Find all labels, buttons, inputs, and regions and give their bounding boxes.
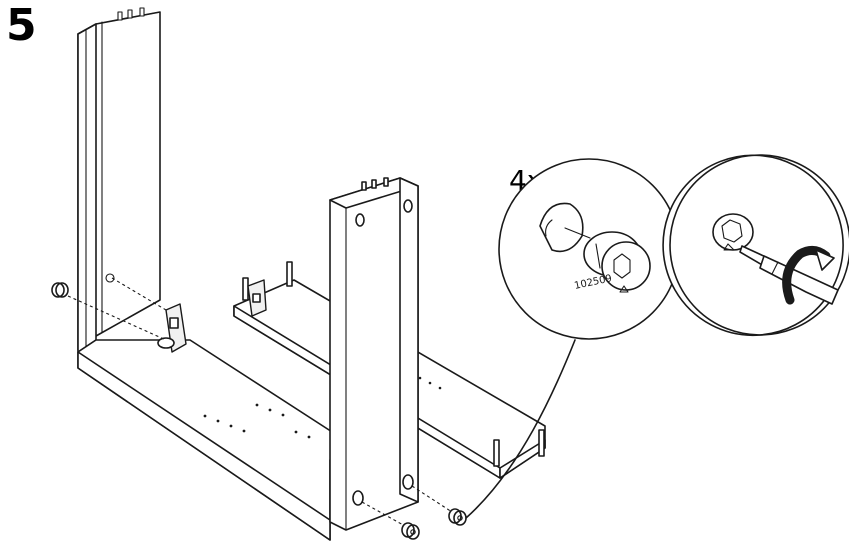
step-number: 5 xyxy=(6,0,37,51)
left-bracket xyxy=(157,303,187,353)
detail-callout-screwdriver xyxy=(662,154,849,337)
bottom-panel xyxy=(77,339,361,541)
screwdriver-icon xyxy=(739,245,839,305)
cam-lock-left xyxy=(51,273,167,341)
shelf-bracket xyxy=(247,279,267,317)
cam-lock-bottom-1 xyxy=(361,501,420,540)
left-side-panel xyxy=(77,7,161,353)
dowels xyxy=(242,261,545,467)
cam-lock-bottom-2 xyxy=(411,485,467,526)
rotate-clockwise-icon xyxy=(782,246,835,305)
cam-lock-icon xyxy=(583,231,651,293)
cam-head-icon xyxy=(712,213,754,251)
right-side-panel xyxy=(329,177,419,531)
detail-callout-cam: 102509 xyxy=(465,158,680,519)
